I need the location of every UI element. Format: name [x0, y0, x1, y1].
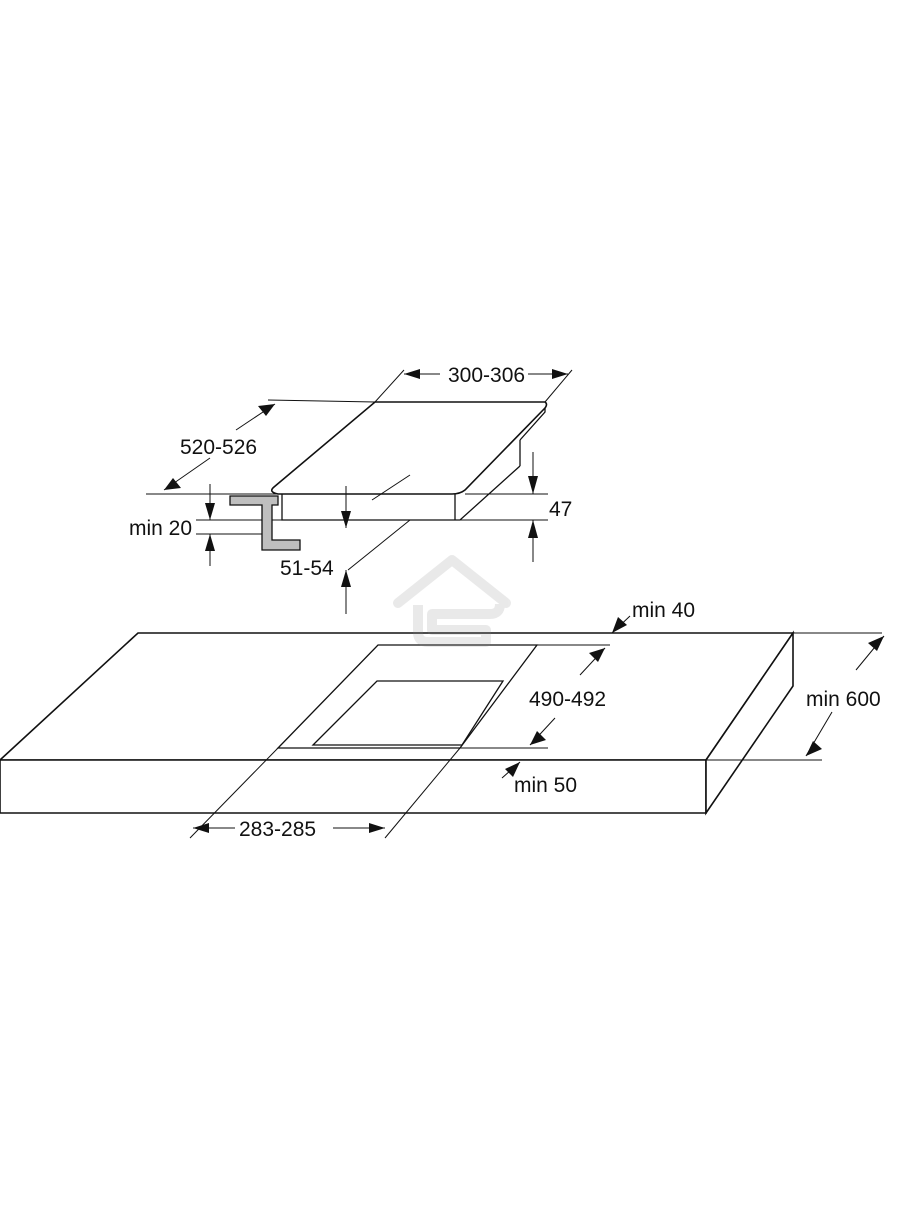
dim-490-492 [529, 647, 606, 746]
cutout-inner-edge [311, 680, 505, 746]
label-min-front: min 50 [514, 774, 577, 797]
dim-min-40 [611, 615, 631, 634]
hob-glass-top [270, 401, 548, 495]
dim-283-285 [193, 823, 385, 833]
label-insert-depth: 51-54 [280, 557, 334, 580]
dim-300-306 [404, 369, 568, 379]
label-cutout-depth: 490-492 [529, 688, 606, 711]
hob [270, 401, 548, 521]
dim-min-20 [196, 484, 262, 566]
label-hob-height: 47 [549, 498, 572, 521]
label-hob-depth: 520-526 [180, 436, 257, 459]
dim-min-600 [805, 635, 885, 757]
dim-51-54 [341, 486, 351, 614]
dim-47 [528, 452, 538, 562]
label-hob-width: 300-306 [448, 364, 525, 387]
dim-min-50 [501, 761, 521, 779]
mounting-bracket [229, 495, 301, 551]
worktop-side-face [705, 630, 794, 816]
worktop [0, 630, 795, 816]
label-min-clearance: min 20 [129, 517, 192, 540]
dim-520-526 [163, 403, 276, 491]
label-min-rear: min 40 [632, 599, 695, 622]
label-worktop-depth: min 600 [806, 688, 881, 711]
label-cutout-width: 283-285 [239, 818, 316, 841]
worktop-top-face [0, 632, 795, 761]
worktop-front-face [0, 759, 707, 814]
house-logo-icon [393, 555, 511, 647]
